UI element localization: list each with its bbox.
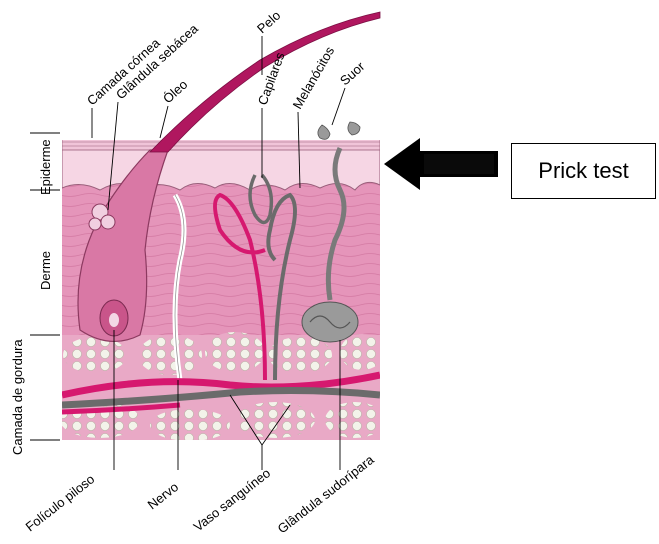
label-vaso-sanguineo: Vaso sanguíneo bbox=[191, 465, 274, 534]
layer-label-epiderme: Epiderme bbox=[38, 139, 53, 195]
prick-test-arrow bbox=[384, 138, 498, 190]
label-suor: Suor bbox=[337, 58, 368, 88]
sweat-droplet bbox=[318, 125, 330, 139]
prick-test-callout: Prick test bbox=[511, 143, 656, 199]
layer-label-gordura: Camada de gordura bbox=[10, 339, 25, 455]
prick-test-label: Prick test bbox=[538, 158, 628, 184]
stratum-corneum bbox=[62, 136, 380, 150]
label-oleo: Óleo bbox=[160, 77, 190, 107]
layer-label-derme: Derme bbox=[38, 251, 53, 290]
skin-block bbox=[60, 136, 385, 441]
label-foliculo-piloso: Folículo piloso bbox=[23, 471, 98, 534]
label-glandula-sudoripara: Glândula sudorípara bbox=[275, 452, 378, 537]
label-capilares: Capilares bbox=[255, 50, 288, 107]
label-melanocitos: Melanócitos bbox=[290, 43, 338, 111]
label-nervo: Nervo bbox=[145, 479, 182, 512]
label-pelo: Pelo bbox=[254, 8, 283, 37]
sweat-droplet bbox=[348, 122, 360, 135]
